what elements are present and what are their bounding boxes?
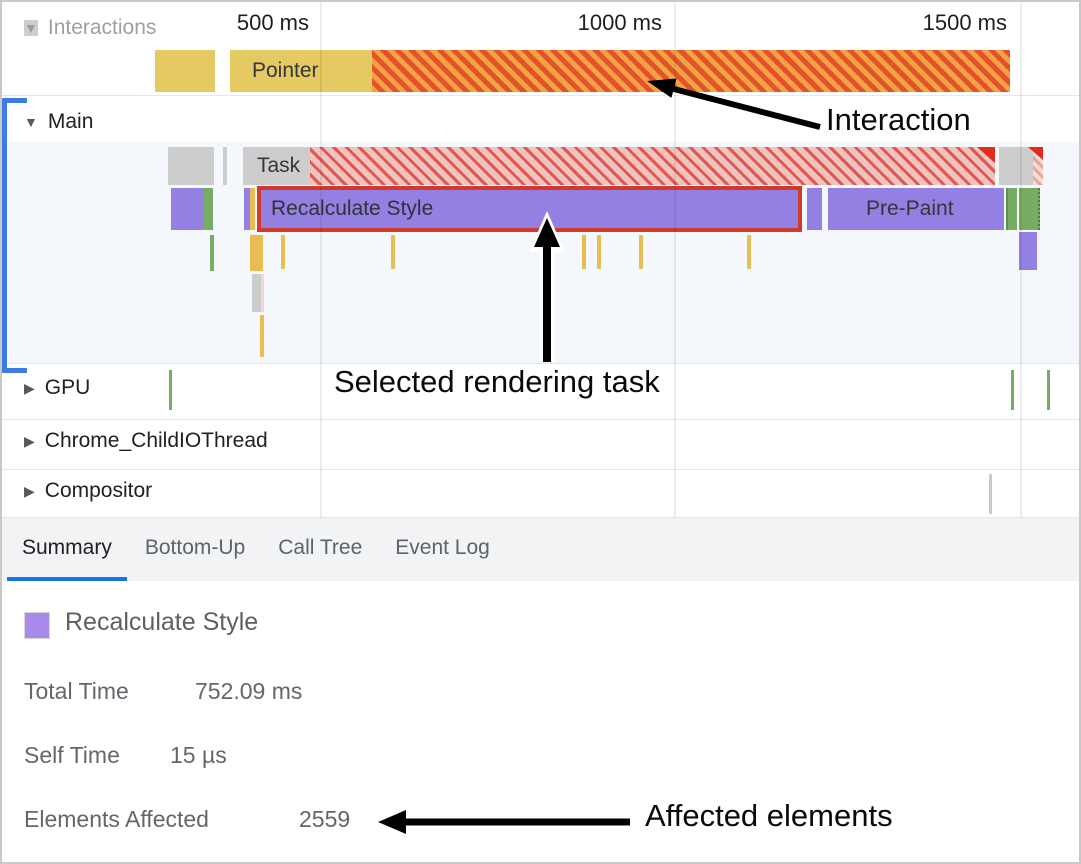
style-bar[interactable] — [171, 188, 204, 230]
nested-task-edge — [261, 274, 264, 312]
paint-bar[interactable] — [1006, 188, 1017, 230]
affected-arrowhead-icon — [378, 810, 406, 834]
gpu-activity-tick[interactable] — [169, 370, 172, 410]
style-bar-small[interactable] — [1019, 232, 1037, 270]
bottom-tab-bar: Summary Bottom-Up Call Tree Event Log — [2, 518, 1079, 581]
child-event-tick[interactable] — [391, 235, 395, 269]
style-bar-sliver[interactable] — [807, 188, 822, 230]
track-compositor-label: Compositor — [44, 479, 153, 502]
pre-paint-label: Pre-Paint — [866, 197, 954, 220]
elements-affected-value: 2559 — [299, 806, 351, 832]
track-main-label: Main — [47, 110, 94, 133]
divider — [2, 517, 1079, 518]
track-gpu[interactable]: ▶ GPU — [24, 376, 90, 400]
track-gpu-label: GPU — [44, 376, 91, 399]
expand-triangle-icon[interactable]: ▶ — [24, 482, 35, 499]
track-chrome-childiothread[interactable]: ▶ Chrome_ChildIOThread — [24, 429, 268, 453]
child-event-tick[interactable] — [260, 315, 264, 357]
divider — [2, 95, 1079, 96]
ruler-tick-500ms: 500 ms — [236, 10, 309, 35]
child-event-tick[interactable] — [250, 235, 263, 271]
paint-bar[interactable] — [1019, 188, 1040, 230]
child-event-tick[interactable] — [597, 235, 601, 269]
task-bar-head — [243, 147, 310, 185]
annotation-affected: Affected elements — [645, 798, 893, 833]
nested-task-bar[interactable] — [252, 274, 261, 312]
annotation-selected-task: Selected rendering task — [334, 364, 660, 399]
script-bar[interactable] — [204, 188, 213, 230]
recalculate-style-swatch — [24, 612, 50, 639]
ruler-tick-1500ms: 1500 ms — [922, 10, 1007, 35]
child-event-tick[interactable] — [210, 235, 214, 271]
elements-affected-label: Elements Affected — [24, 806, 209, 832]
ruler-tick-1000ms: 1000 ms — [577, 10, 662, 35]
annotation-interaction: Interaction — [826, 102, 971, 137]
pre-paint-bar[interactable]: Pre-Paint — [828, 188, 1004, 230]
track-childio-label: Chrome_ChildIOThread — [44, 429, 268, 452]
track-interactions-label: Interactions — [47, 16, 157, 39]
collapse-triangle-icon[interactable]: ▼ — [24, 20, 38, 36]
divider — [2, 363, 1079, 364]
task-right-stripes — [1033, 147, 1043, 185]
total-time-value: 752.09 ms — [195, 678, 303, 704]
task-bar-right[interactable] — [999, 147, 1043, 185]
long-task-stripes — [310, 147, 995, 185]
interaction-bar-pointer[interactable]: Pointer — [230, 50, 1010, 92]
self-time-value: 15 µs — [170, 742, 227, 768]
gpu-activity-tick[interactable] — [1047, 370, 1050, 410]
tab-event-log[interactable]: Event Log — [395, 535, 490, 559]
self-time-label: Self Time — [24, 742, 120, 768]
recalculate-style-label: Recalculate Style — [271, 197, 434, 220]
child-event-tick[interactable] — [281, 235, 285, 269]
summary-title: Recalculate Style — [65, 608, 259, 636]
track-interactions[interactable]: ▼ Interactions — [24, 16, 156, 40]
task-bar-label: Task — [257, 154, 301, 177]
expand-triangle-icon[interactable]: ▶ — [24, 432, 35, 449]
tab-summary[interactable]: Summary — [7, 518, 127, 581]
tab-call-tree[interactable]: Call Tree — [278, 535, 363, 559]
child-event-tick[interactable] — [747, 235, 751, 269]
long-task-bar[interactable]: Task — [243, 147, 995, 185]
child-event-tick[interactable] — [582, 235, 586, 269]
interaction-bar-short[interactable] — [155, 50, 215, 92]
interaction-arrow-line — [669, 85, 821, 130]
style-bar-sliver[interactable] — [244, 188, 250, 230]
expand-triangle-icon[interactable]: ▶ — [24, 379, 35, 396]
gpu-activity-tick[interactable] — [1011, 370, 1014, 410]
pointer-bar-label: Pointer — [252, 59, 319, 82]
selected-track-bracket — [2, 98, 27, 373]
track-main[interactable]: ▼ Main — [24, 110, 93, 134]
total-time-label: Total Time — [24, 678, 129, 704]
divider — [2, 469, 1079, 470]
child-event-tick[interactable] — [639, 235, 643, 269]
task-bar-sliver[interactable] — [223, 147, 227, 185]
event-bar-sliver[interactable] — [250, 188, 255, 230]
divider — [2, 419, 1079, 420]
task-bar-small[interactable] — [168, 147, 214, 185]
tab-bottom-up[interactable]: Bottom-Up — [144, 535, 246, 559]
track-compositor[interactable]: ▶ Compositor — [24, 479, 152, 503]
collapse-triangle-icon[interactable]: ▼ — [24, 114, 38, 130]
interaction-overlong-stripes — [372, 50, 1010, 92]
recalculate-style-selected-bar[interactable]: Recalculate Style — [257, 186, 802, 232]
compositor-activity-tick[interactable] — [989, 474, 992, 514]
